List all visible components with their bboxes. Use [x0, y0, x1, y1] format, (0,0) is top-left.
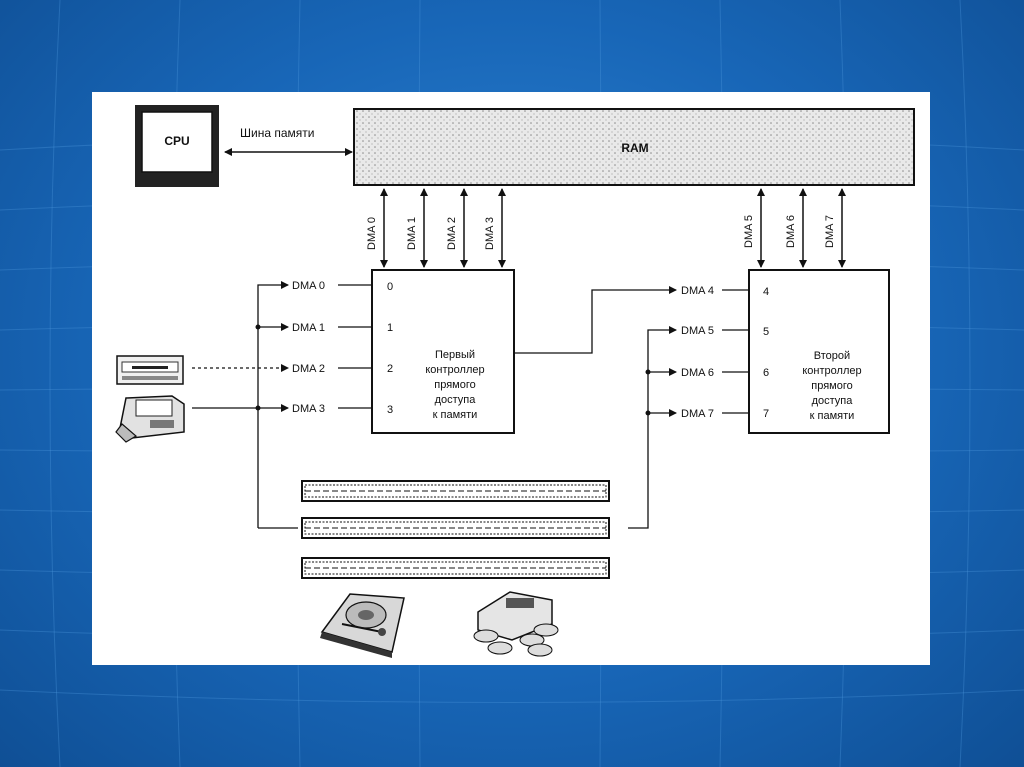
channel-label-dma1: DMA 1	[406, 217, 418, 250]
input-label-dma0: DMA 0	[292, 280, 325, 292]
channel-label-dma3: DMA 3	[484, 217, 496, 250]
controller2-port-4: 4	[763, 286, 769, 298]
controller1-line: прямого	[434, 379, 475, 391]
controller2-line: к памяти	[810, 410, 855, 422]
controller1-port-0: 0	[387, 281, 393, 293]
expansion-slot	[301, 480, 610, 502]
ram-label: RAM	[621, 141, 648, 155]
controller2-port-7: 7	[763, 408, 769, 420]
controller2-line: Второй	[814, 350, 850, 362]
channel-label-dma0: DMA 0	[366, 217, 378, 250]
diagram-panel: CPU Шина памяти RAM DMA 0 DMA 1 DMA 2 DM…	[92, 92, 930, 665]
controller2-title: Второй контроллер прямого доступа к памя…	[802, 350, 861, 422]
cpu-label: CPU	[164, 134, 189, 148]
controller1-port-2: 2	[387, 363, 393, 375]
controller2-line: контроллер	[802, 365, 861, 377]
input-label-dma1: DMA 1	[292, 322, 325, 334]
controller2-port-5: 5	[763, 326, 769, 338]
controller1-line: к памяти	[433, 409, 478, 421]
expansion-slot	[301, 557, 610, 579]
input-label-dma4: DMA 4	[681, 285, 714, 297]
floppy-drive-icon	[473, 591, 559, 657]
channel-label-dma5: DMA 5	[743, 215, 755, 248]
channel-label-dma6: DMA 6	[785, 215, 797, 248]
hard-disk-icon	[320, 593, 405, 658]
controller1-line: контроллер	[425, 364, 484, 376]
controller2-input-lines	[628, 289, 749, 529]
channel-label-dma2: DMA 2	[446, 217, 458, 250]
channel-label-dma7: DMA 7	[824, 215, 836, 248]
cpu-box: CPU	[135, 105, 219, 187]
controller1-port-1: 1	[387, 322, 393, 334]
printer-icon	[115, 395, 185, 443]
memory-bus-label: Шина памяти	[240, 126, 314, 140]
input-label-dma3: DMA 3	[292, 403, 325, 415]
ram-to-controller2-links	[757, 188, 846, 268]
controller1-port-3: 3	[387, 404, 393, 416]
controller1-junction-dots	[255, 324, 261, 411]
controller1-box	[371, 269, 515, 434]
input-label-dma6: DMA 6	[681, 367, 714, 379]
controller1-input-lines	[192, 281, 372, 529]
tape-drive-icon	[116, 355, 184, 385]
controller2-line: прямого	[811, 380, 852, 392]
controller1-line: Первый	[435, 349, 475, 361]
input-label-dma2: DMA 2	[292, 363, 325, 375]
controller2-line: доступа	[812, 395, 854, 407]
input-label-dma5: DMA 5	[681, 325, 714, 337]
controller2-box	[748, 269, 890, 434]
ram-to-controller1-links	[380, 188, 506, 268]
controller2-port-6: 6	[763, 367, 769, 379]
dma-diagram: CPU Шина памяти RAM DMA 0 DMA 1 DMA 2 DM…	[115, 105, 915, 658]
controller1-title: Первый контроллер прямого доступа к памя…	[425, 349, 484, 421]
input-label-dma7: DMA 7	[681, 408, 714, 420]
cascade-link	[514, 286, 677, 354]
controller1-line: доступа	[435, 394, 477, 406]
expansion-slot	[301, 517, 610, 539]
ram-block	[353, 108, 915, 186]
controller2-junction-dots	[645, 369, 651, 416]
